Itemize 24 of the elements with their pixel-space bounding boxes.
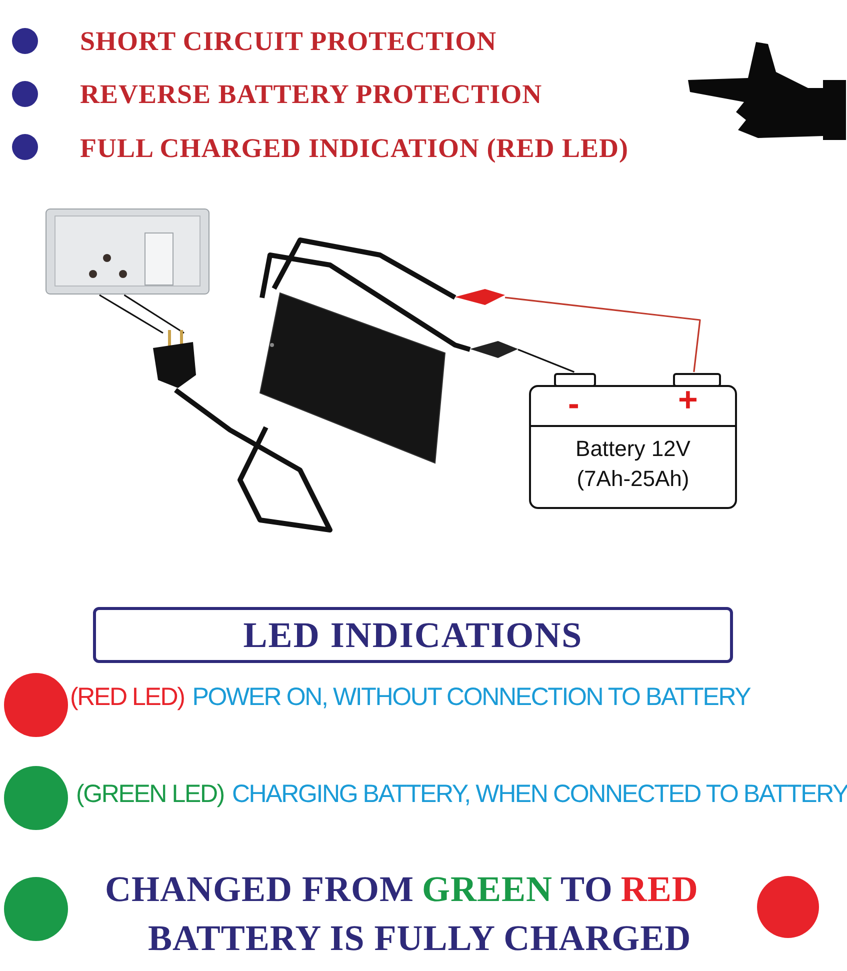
terminal-sign: + — [678, 382, 698, 418]
battery-label: Battery 12V (7Ah-25Ah) — [574, 435, 692, 493]
status-text: GREEN — [422, 868, 553, 910]
status-text: CHANGED FROM — [105, 868, 414, 910]
status-text: TO — [560, 868, 613, 910]
terminal-sign: - — [568, 386, 580, 422]
cable — [272, 238, 456, 300]
wall-socket-drawing — [45, 208, 210, 295]
feature-text: FULL CHARGED INDICATION (RED LED) — [80, 133, 629, 164]
status-text: RED — [620, 868, 698, 910]
feature-text: SHORT CIRCUIT PROTECTION — [80, 26, 497, 57]
wire — [504, 296, 701, 372]
status-text: BATTERY IS FULLY CHARGED — [148, 917, 692, 959]
feature-text: REVERSE BATTERY PROTECTION — [80, 79, 542, 110]
led-label: (GREEN LED) — [76, 780, 224, 809]
indication-text: CHARGING BATTERY, WHEN CONNECTED TO BATTERY — [232, 780, 847, 809]
wire — [124, 294, 184, 334]
heading-box: LED INDICATIONS — [93, 607, 733, 663]
wire — [99, 294, 164, 334]
indication-text: POWER ON, WITHOUT CONNECTION TO BATTERY — [192, 683, 750, 712]
cable — [260, 252, 471, 352]
cable — [174, 388, 332, 532]
led-label: (RED LED) — [70, 683, 184, 712]
wire — [518, 348, 574, 373]
